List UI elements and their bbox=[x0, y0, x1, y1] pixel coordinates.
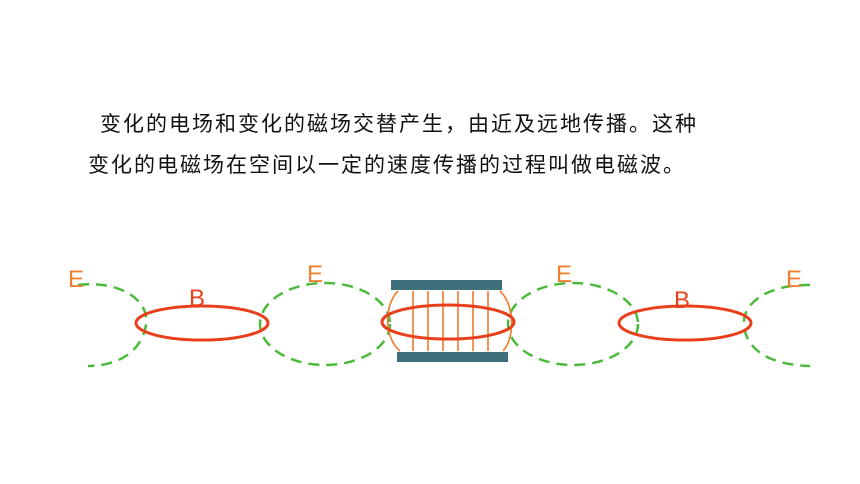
b-loop-2 bbox=[617, 304, 753, 342]
label-e-2: E bbox=[307, 261, 323, 288]
dashed-loop-3 bbox=[506, 281, 640, 367]
b-loop-1 bbox=[134, 304, 270, 342]
label-b-2: B bbox=[674, 287, 690, 314]
dashed-loop-right bbox=[742, 283, 811, 368]
dashed-loop-left bbox=[77, 282, 148, 368]
label-e-3: E bbox=[556, 261, 572, 288]
description-line-2: 变化的电磁场在空间以一定的速度传播的过程叫做电磁波。 bbox=[88, 153, 686, 177]
capacitor-top-plate bbox=[391, 280, 502, 290]
label-e-1: E bbox=[68, 266, 84, 293]
dashed-loop-2 bbox=[258, 281, 392, 367]
label-b-1: B bbox=[189, 285, 205, 312]
capacitor-field-lines bbox=[387, 290, 513, 352]
capacitor-bottom-plate bbox=[397, 352, 508, 362]
b-loop-center bbox=[380, 303, 516, 341]
description-line-1: 变化的电场和变化的磁场交替产生，由近及远地传播。这种 bbox=[100, 112, 698, 136]
label-e-4: E bbox=[786, 266, 802, 293]
